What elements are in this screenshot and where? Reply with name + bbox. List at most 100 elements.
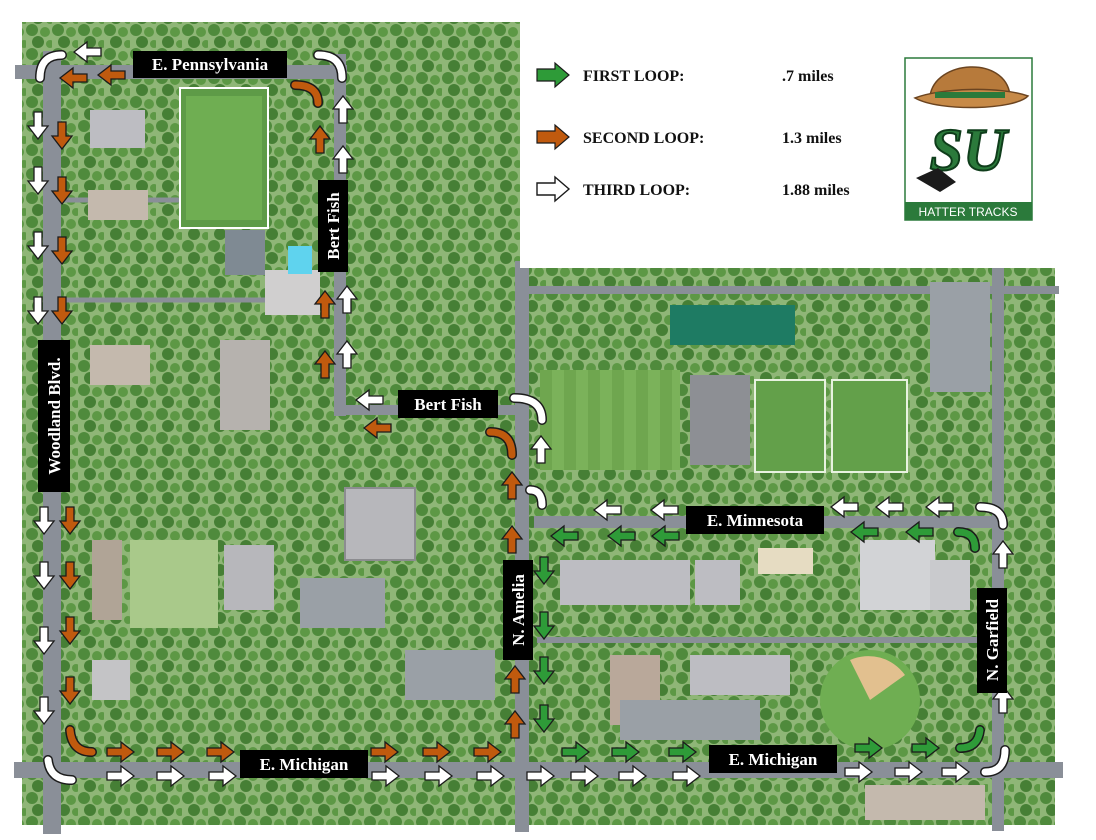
third-loop-turn-arrow [976, 503, 1007, 529]
svg-text:N. Garfield: N. Garfield [983, 598, 1002, 681]
route-arrows [26, 40, 1015, 788]
third-loop-arrow [991, 539, 1015, 569]
third-loop-turn-arrow [981, 746, 1009, 776]
third-loop-arrow [924, 495, 954, 519]
track-shoe-icon [916, 168, 956, 192]
street-label-bert-fish-middle: Bert Fish [398, 390, 498, 418]
first-loop-turn-arrow [956, 726, 984, 752]
first-loop-arrow [854, 736, 884, 760]
first-loop-arrow [611, 740, 641, 764]
third-loop-turn-arrow [510, 394, 546, 424]
legend-row-third-loop: THIRD LOOP: 1.88 miles [536, 175, 850, 203]
third-loop-arrow [526, 764, 556, 788]
street-label-bert-fish-north: Bert Fish [318, 180, 348, 272]
first-loop-turn-arrow [954, 528, 979, 552]
second-loop-arrow [50, 121, 74, 151]
logo-caption: HATTER TRACKS [919, 205, 1018, 219]
svg-text:Bert Fish: Bert Fish [324, 192, 343, 260]
third-loop-arrow [32, 696, 56, 726]
third-loop-arrow [592, 498, 622, 522]
third-loop-arrow [331, 94, 355, 124]
third-loop-turn-arrow [36, 51, 66, 82]
third-loop-arrow [570, 764, 600, 788]
second-loop-arrow [370, 740, 400, 764]
third-loop-arrow [26, 296, 50, 326]
green-arrow-icon [536, 61, 570, 89]
second-loop-arrow [313, 289, 337, 319]
street-labels: E. Pennsylvania Bert Fish Bert Fish Wood… [38, 51, 1007, 778]
first-loop-arrow [532, 656, 556, 686]
second-loop-arrow [58, 616, 82, 646]
svg-text:THIRD LOOP:: THIRD LOOP: [583, 182, 690, 199]
street-label-e-michigan-east: E. Michigan [709, 745, 837, 773]
first-loop-arrow [532, 704, 556, 734]
second-loop-arrow [473, 740, 503, 764]
second-loop-arrow [58, 66, 88, 90]
svg-text:FIRST LOOP:: FIRST LOOP: [583, 68, 685, 85]
third-loop-arrow [424, 764, 454, 788]
third-loop-arrow [26, 166, 50, 196]
first-loop-arrow [532, 556, 556, 586]
third-loop-arrow [72, 40, 102, 64]
third-loop-arrow [26, 231, 50, 261]
second-loop-turn-arrow [291, 81, 322, 107]
first-loop-arrow [606, 524, 636, 548]
third-loop-arrow [354, 388, 384, 412]
svg-text:1.88 miles: 1.88 miles [782, 182, 850, 199]
third-loop-arrow [894, 760, 924, 784]
third-loop-arrow [208, 764, 238, 788]
third-loop-arrow [32, 626, 56, 656]
third-loop-arrow [106, 764, 136, 788]
street-label-e-minnesota: E. Minnesota [686, 506, 824, 534]
street-label-n-garfield: N. Garfield [977, 588, 1007, 693]
first-loop-arrow [650, 524, 680, 548]
third-loop-arrow [156, 764, 186, 788]
svg-text:Bert Fish: Bert Fish [414, 395, 482, 414]
first-loop-arrow [532, 611, 556, 641]
orange-arrow-icon [536, 123, 570, 151]
second-loop-arrow [156, 740, 186, 764]
second-loop-arrow [96, 63, 126, 87]
third-loop-arrow [32, 506, 56, 536]
street-label-n-amelia: N. Amelia [503, 560, 533, 660]
third-loop-arrow [941, 760, 971, 784]
svg-text:E. Minnesota: E. Minnesota [707, 511, 804, 530]
second-loop-arrow [313, 349, 337, 379]
second-loop-arrow [362, 416, 392, 440]
third-loop-turn-arrow [44, 756, 76, 784]
hatter-tracks-logo: SU HATTER TRACKS [904, 57, 1033, 221]
third-loop-arrow [844, 760, 874, 784]
third-loop-arrow [529, 434, 553, 464]
third-loop-arrow [371, 764, 401, 788]
svg-text:Woodland Blvd.: Woodland Blvd. [45, 357, 64, 474]
third-loop-turn-arrow [526, 486, 546, 509]
second-loop-arrow [500, 470, 524, 500]
second-loop-arrow [422, 740, 452, 764]
second-loop-arrow [50, 176, 74, 206]
svg-text:E. Michigan: E. Michigan [260, 755, 349, 774]
third-loop-arrow [335, 339, 359, 369]
second-loop-arrow [503, 709, 527, 739]
third-loop-arrow [331, 144, 355, 174]
svg-text:SECOND LOOP:: SECOND LOOP: [583, 130, 704, 147]
street-label-woodland: Woodland Blvd. [38, 340, 70, 492]
street-label-e-pennsylvania: E. Pennsylvania [133, 51, 287, 78]
campus-buildings [88, 87, 990, 820]
third-loop-arrow [335, 284, 359, 314]
second-loop-turn-arrow [66, 726, 96, 756]
third-loop-arrow [26, 111, 50, 141]
second-loop-turn-arrow [486, 428, 516, 459]
third-loop-arrow [672, 764, 702, 788]
second-loop-arrow [308, 124, 332, 154]
second-loop-arrow [500, 524, 524, 554]
third-loop-arrow [874, 495, 904, 519]
third-loop-arrow [649, 498, 679, 522]
legend-row-second-loop: SECOND LOOP: 1.3 miles [536, 123, 842, 151]
third-loop-arrow [32, 561, 56, 591]
second-loop-arrow [50, 296, 74, 326]
second-loop-arrow [106, 740, 136, 764]
svg-text:1.3 miles: 1.3 miles [782, 130, 842, 147]
second-loop-arrow [58, 506, 82, 536]
third-loop-arrow [618, 764, 648, 788]
first-loop-arrow [849, 520, 879, 544]
